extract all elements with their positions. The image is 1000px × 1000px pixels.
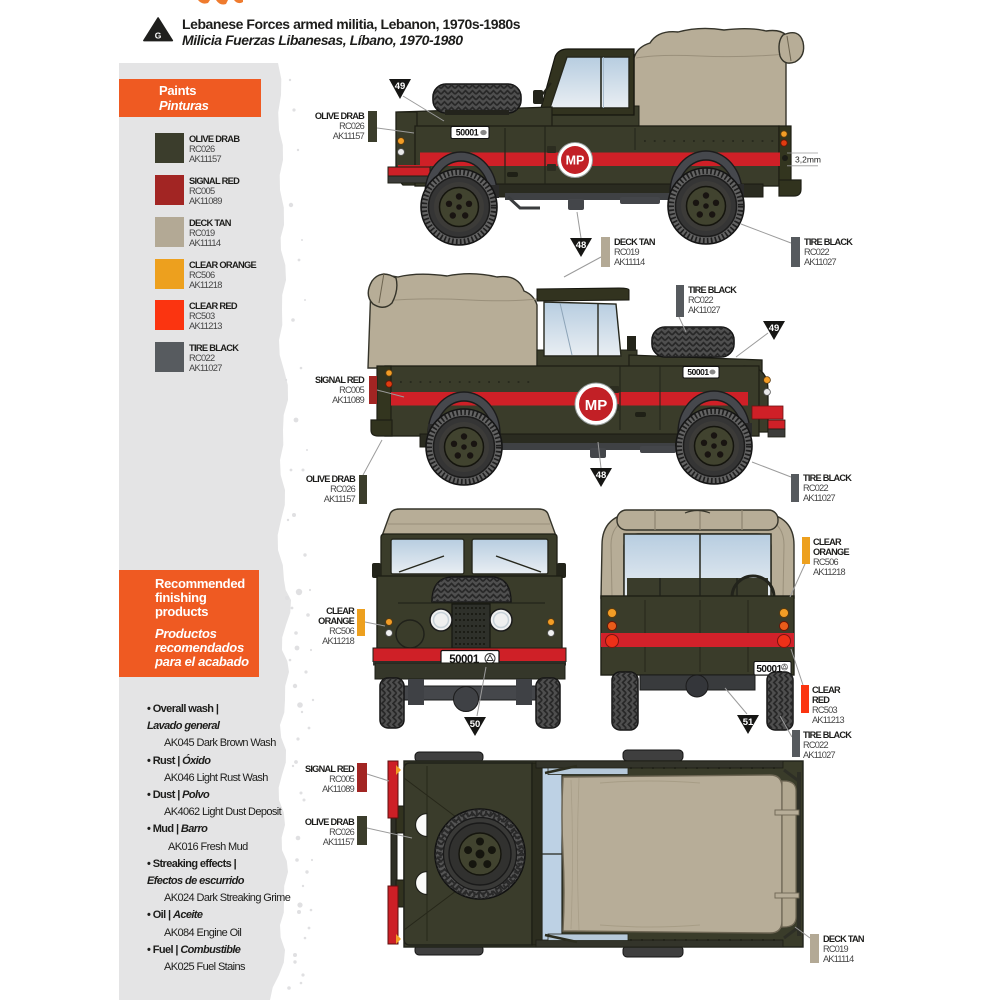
svg-text:TIRE BLACK: TIRE BLACK [803, 730, 852, 740]
svg-text:RC506: RC506 [813, 557, 838, 567]
svg-text:MP: MP [585, 397, 608, 414]
svg-text:TIRE BLACK: TIRE BLACK [688, 285, 737, 295]
svg-text:RC019: RC019 [823, 944, 848, 954]
svg-text:AK11157: AK11157 [324, 494, 356, 504]
svg-text:RC022: RC022 [803, 740, 828, 750]
svg-text:51: 51 [743, 717, 754, 728]
svg-text:50001: 50001 [756, 664, 782, 675]
svg-text:48: 48 [576, 240, 587, 251]
svg-text:G: G [155, 31, 162, 41]
svg-text:RC506: RC506 [329, 626, 354, 636]
svg-text:AK11218: AK11218 [322, 636, 355, 646]
svg-text:50001: 50001 [687, 367, 709, 377]
svg-text:AK11218: AK11218 [813, 567, 846, 577]
svg-text:DECK TAN: DECK TAN [614, 237, 656, 247]
svg-text:OLIVE DRAB: OLIVE DRAB [315, 111, 365, 121]
svg-text:CLEAR: CLEAR [326, 606, 355, 616]
svg-text:AK11213: AK11213 [812, 715, 845, 725]
svg-text:CLEAR: CLEAR [812, 685, 841, 695]
svg-text:RC022: RC022 [803, 483, 828, 493]
svg-text:49: 49 [769, 323, 780, 334]
svg-text:DECK TAN: DECK TAN [823, 934, 865, 944]
svg-text:RC026: RC026 [330, 484, 355, 494]
svg-text:CLEAR: CLEAR [813, 537, 842, 547]
svg-text:SIGNAL RED: SIGNAL RED [305, 764, 355, 774]
svg-text:AK11114: AK11114 [614, 257, 645, 267]
svg-text:ORANGE: ORANGE [813, 547, 849, 557]
svg-text:AK11027: AK11027 [688, 305, 721, 315]
svg-text:RC005: RC005 [329, 774, 354, 784]
svg-text:49: 49 [395, 81, 406, 92]
svg-text:AK11027: AK11027 [803, 750, 836, 760]
svg-text:RC022: RC022 [804, 247, 829, 257]
svg-text:RC005: RC005 [339, 385, 364, 395]
svg-text:AK11089: AK11089 [322, 784, 355, 794]
svg-text:TIRE BLACK: TIRE BLACK [803, 473, 852, 483]
svg-text:RED: RED [812, 695, 830, 705]
svg-text:RC026: RC026 [339, 121, 364, 131]
svg-text:AK11027: AK11027 [804, 257, 837, 267]
svg-text:OLIVE DRAB: OLIVE DRAB [306, 474, 356, 484]
svg-text:RC503: RC503 [812, 705, 837, 715]
svg-text:AK11157: AK11157 [333, 131, 365, 141]
svg-text:OLIVE DRAB: OLIVE DRAB [305, 817, 355, 827]
svg-text:RC019: RC019 [614, 247, 639, 257]
svg-text:TIRE BLACK: TIRE BLACK [804, 237, 853, 247]
svg-text:50001: 50001 [456, 128, 479, 138]
svg-text:48: 48 [596, 470, 607, 481]
svg-text:AK11027: AK11027 [803, 493, 836, 503]
svg-text:AK11089: AK11089 [332, 395, 365, 405]
svg-text:AK11114: AK11114 [823, 954, 854, 964]
svg-text:SIGNAL RED: SIGNAL RED [315, 375, 365, 385]
svg-text:ORANGE: ORANGE [318, 616, 354, 626]
svg-text:RC022: RC022 [688, 295, 713, 305]
svg-text:3,2mm: 3,2mm [795, 155, 821, 165]
svg-text:50: 50 [470, 719, 481, 730]
svg-text:AK11157: AK11157 [323, 837, 355, 847]
svg-text:RC026: RC026 [329, 827, 354, 837]
svg-text:MP: MP [566, 154, 585, 168]
